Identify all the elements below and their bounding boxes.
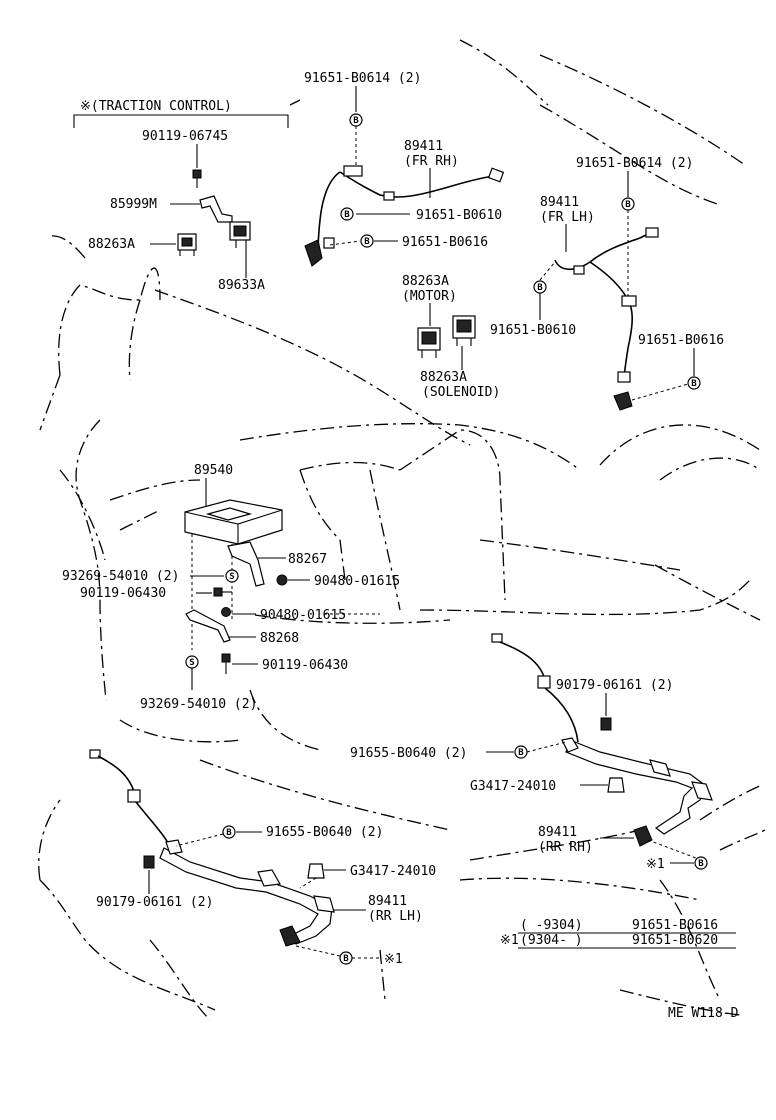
svg-text:B: B (226, 828, 232, 838)
washer-93269-b-label: 93269-54010 (2) (140, 697, 257, 712)
nut-icon (276, 574, 288, 586)
relay-solenoid-desc: (SOLENOID) (422, 385, 500, 400)
clip-91655-rr-lh-label: 91655-B0640 (2) (266, 825, 383, 840)
clip-b-marker-icon: B (349, 113, 363, 127)
bracket-88267-label: 88267 (288, 552, 327, 567)
computer-89540-icon (184, 499, 283, 545)
sensor-fr-rh-side: (FR RH) (404, 154, 459, 169)
nut-icon (600, 717, 612, 731)
clip-fr-lh-mid-label: 91651-B0610 (490, 323, 576, 338)
bolt-icon (221, 653, 231, 674)
front-lh-sensor-group: 91651-B0614 (2) B 89411 (FR LH) B 91651-… (490, 156, 724, 411)
relay-icon (417, 327, 441, 358)
note-row2-part: 91651-B0620 (632, 933, 718, 948)
note-row1-range: ( -9304) (520, 918, 583, 933)
bracket-85999m-icon (199, 195, 233, 223)
relay-89633a-icon (229, 221, 251, 248)
sensor-fr-lh-no: 89411 (540, 195, 579, 210)
body-outline (38, 39, 766, 1021)
relay-motor-no: 88263A (402, 274, 449, 289)
figure-code: ME W118-D (668, 1006, 739, 1021)
sensor-fr-rh-no: 89411 (404, 139, 443, 154)
abs-computer-group: 89540 88267 93269-54010 (2) S 90480-0161… (62, 463, 400, 712)
nut-icon (221, 607, 231, 617)
nut-90480-b-label: 90480-01615 (260, 608, 346, 623)
bracket-85999m-label: 85999M (110, 197, 157, 212)
front-rh-sensor-group: 91651-B0614 (2) B 89411 (FR RH) B 91651-… (304, 71, 505, 267)
svg-text:B: B (518, 748, 524, 758)
grommet-g3417-lh-label: G3417-24010 (350, 864, 436, 879)
bolt-icon (213, 587, 232, 597)
svg-text:B: B (691, 379, 697, 389)
clip-fr-lh-top-label: 91651-B0614 (2) (576, 156, 693, 171)
note-row1-part: 91651-B0616 (632, 918, 718, 933)
svg-text:B: B (537, 283, 543, 293)
rear-rh-sensor-group: 90179-06161 (2) 91655-B0640 (2) B G3417-… (350, 633, 713, 872)
computer-89540-label: 89540 (194, 463, 233, 478)
relay-solenoid-no: 88263A (420, 370, 467, 385)
clamp-90179-rr-rh-label: 90179-06161 (2) (556, 678, 673, 693)
bracket-88268-icon (185, 609, 231, 643)
clip-fr-rh-low-label: 91651-B0616 (402, 235, 488, 250)
svg-text:B: B (344, 210, 350, 220)
star-ref-lh: ※1 (384, 952, 403, 967)
svg-text:B: B (625, 200, 631, 210)
traction-header: ※(TRACTION CONTROL) (80, 99, 232, 114)
speed-sensor-icon (304, 165, 505, 267)
rear-lh-sensor-group: 91655-B0640 (2) B G3417-24010 90179-0616… (89, 749, 436, 967)
washer-93269-a-label: 93269-54010 (2) (62, 569, 179, 584)
speed-sensor-icon (89, 749, 335, 947)
bolt-icon (192, 169, 202, 188)
supersession-note: ( -9304) 91651-B0616 ※1 (9304- ) 91651-B… (500, 918, 736, 949)
star-ref-rh: ※1 (646, 857, 665, 872)
svg-text:S: S (229, 572, 234, 582)
bolt-90119-06430-a-label: 90119-06430 (80, 586, 166, 601)
bolt-90119-06430-b-label: 90119-06430 (262, 658, 348, 673)
svg-text:B: B (353, 116, 359, 126)
nut-90480-a-label: 90480-01615 (314, 574, 400, 589)
svg-text:B: B (364, 237, 370, 247)
clip-fr-lh-low-label: 91651-B0616 (638, 333, 724, 348)
sensor-rr-lh-side: (RR LH) (368, 909, 423, 924)
clip-fr-rh-mid-label: 91651-B0610 (416, 208, 502, 223)
relay-icon (452, 315, 476, 346)
sensor-rr-rh-side: (RR RH) (538, 840, 593, 855)
nut-icon (307, 863, 325, 879)
svg-text:S: S (189, 658, 194, 668)
speed-sensor-icon (554, 227, 659, 411)
relay-icon (177, 233, 197, 256)
svg-text:B: B (343, 954, 349, 964)
grommet-g3417-rh-label: G3417-24010 (470, 779, 556, 794)
sensor-fr-lh-side: (FR LH) (540, 210, 595, 225)
nut-icon (143, 855, 155, 869)
nut-icon (607, 777, 625, 793)
speed-sensor-icon (491, 633, 713, 847)
washer-s-marker-icon: S (225, 569, 239, 583)
clamp-90179-rr-lh-label: 90179-06161 (2) (96, 895, 213, 910)
bracket-88268-label: 88268 (260, 631, 299, 646)
relay-group: 88263A (MOTOR) 88263A (SOLENOID) (402, 274, 500, 400)
svg-text:B: B (698, 859, 704, 869)
relay-88263a-left-label: 88263A (88, 237, 135, 252)
clip-91655-rr-rh-label: 91655-B0640 (2) (350, 746, 467, 761)
sensor-rr-rh-no: 89411 (538, 825, 577, 840)
relay-89633a-label: 89633A (218, 278, 265, 293)
relay-motor-desc: (MOTOR) (402, 289, 457, 304)
bracket-88267-icon (227, 541, 265, 587)
bolt-90119-06745-label: 90119-06745 (142, 129, 228, 144)
note-row2-range: (9304- ) (520, 933, 583, 948)
traction-control-group: ※(TRACTION CONTROL) 90119-06745 85999M 8… (73, 99, 289, 293)
note-row2-mark: ※1 (500, 933, 519, 948)
clip-fr-rh-top-label: 91651-B0614 (2) (304, 71, 421, 86)
sensor-rr-lh-no: 89411 (368, 894, 407, 909)
